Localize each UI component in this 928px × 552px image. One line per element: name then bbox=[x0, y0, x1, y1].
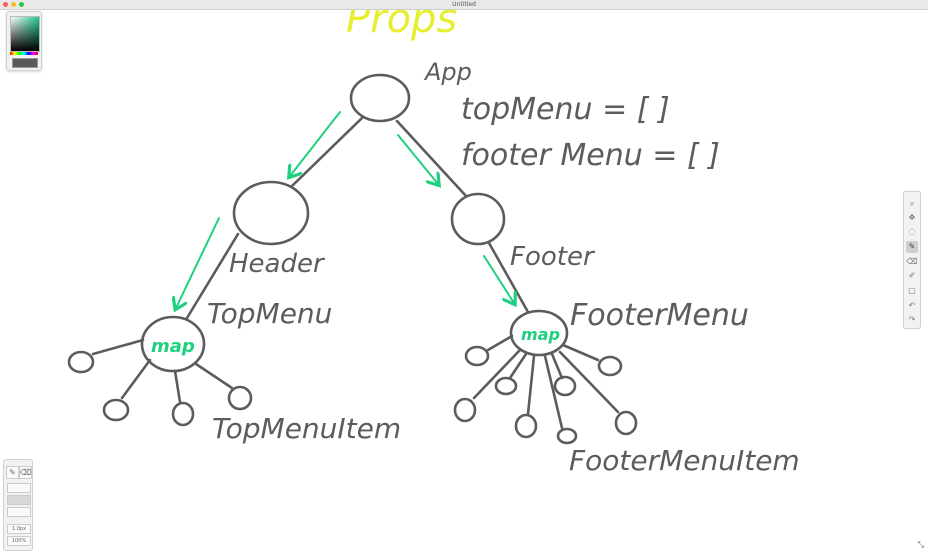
brush-thin[interactable] bbox=[7, 483, 31, 493]
redo-icon[interactable]: ↷ bbox=[908, 315, 916, 324]
header-node bbox=[232, 180, 310, 246]
brush-size-label[interactable]: 1.0px bbox=[7, 524, 31, 534]
edge-header-topmenu bbox=[185, 232, 240, 320]
color-palette[interactable] bbox=[6, 11, 42, 71]
map-label-footermenu: map bbox=[521, 325, 560, 344]
topmenu-node bbox=[140, 315, 206, 373]
brush-thick[interactable] bbox=[7, 507, 31, 517]
current-color-swatch[interactable] bbox=[12, 58, 38, 68]
arrow-footer-footermenu bbox=[483, 255, 514, 303]
map-label-topmenu: map bbox=[151, 336, 195, 357]
window-title: Untitled bbox=[452, 1, 476, 8]
tool-bar: ⌕ ✥ ◌ ✎ ⌫ ✐ ▢ ↶ ↷ bbox=[903, 191, 921, 329]
brush-panel: ✎ ⌫ 1.0px 100% bbox=[3, 459, 33, 551]
minimize-window-button[interactable] bbox=[11, 2, 16, 7]
footer-node bbox=[450, 192, 506, 246]
resize-handle-icon[interactable]: ⤡ bbox=[917, 540, 924, 549]
eraser-mode-icon[interactable]: ⌫ bbox=[19, 466, 32, 479]
arrow-app-header bbox=[290, 111, 341, 176]
label-header: Header bbox=[229, 249, 326, 279]
label-footer: Footer bbox=[510, 242, 596, 272]
zoom-window-button[interactable] bbox=[19, 2, 24, 7]
arrow-app-footer bbox=[397, 134, 438, 184]
brush-opacity-label[interactable]: 100% bbox=[7, 536, 31, 546]
label-topmenu: TopMenu bbox=[207, 297, 332, 330]
lasso-icon[interactable]: ◌ bbox=[908, 227, 916, 236]
props-heading: Props bbox=[346, 10, 457, 42]
marker-icon[interactable]: ✐ bbox=[908, 271, 916, 280]
pen-mode-icon[interactable]: ✎ bbox=[6, 466, 19, 479]
window-titlebar: Untitled bbox=[0, 0, 928, 10]
label-top-menu-state: topMenu = [ ] bbox=[461, 92, 670, 127]
app-node bbox=[349, 73, 411, 123]
label-footermenuitem: FooterMenuItem bbox=[569, 444, 800, 477]
zoom-icon[interactable]: ⌕ bbox=[909, 199, 915, 208]
label-topmenuitem: TopMenuItem bbox=[212, 412, 401, 445]
edge-app-footer bbox=[395, 119, 468, 198]
image-icon[interactable]: ▢ bbox=[908, 286, 916, 295]
edge-footer-footermenu bbox=[487, 241, 530, 314]
edge-app-header bbox=[290, 116, 364, 188]
undo-icon[interactable]: ↶ bbox=[908, 301, 916, 310]
color-picker-field[interactable] bbox=[10, 16, 40, 52]
move-icon[interactable]: ✥ bbox=[908, 213, 916, 222]
footermenu-node bbox=[509, 309, 569, 357]
label-footermenu: FooterMenu bbox=[570, 298, 749, 333]
hue-slider[interactable] bbox=[10, 52, 38, 55]
close-window-button[interactable] bbox=[3, 2, 8, 7]
arrow-header-topmenu bbox=[176, 217, 220, 308]
brush-medium[interactable] bbox=[7, 495, 31, 505]
label-footer-menu-state: footer Menu = [ ] bbox=[461, 138, 720, 173]
label-app: App bbox=[423, 58, 472, 86]
eraser-icon[interactable]: ⌫ bbox=[906, 257, 918, 266]
drawing-canvas[interactable]: Props bbox=[0, 10, 928, 552]
pen-icon[interactable]: ✎ bbox=[906, 241, 918, 253]
